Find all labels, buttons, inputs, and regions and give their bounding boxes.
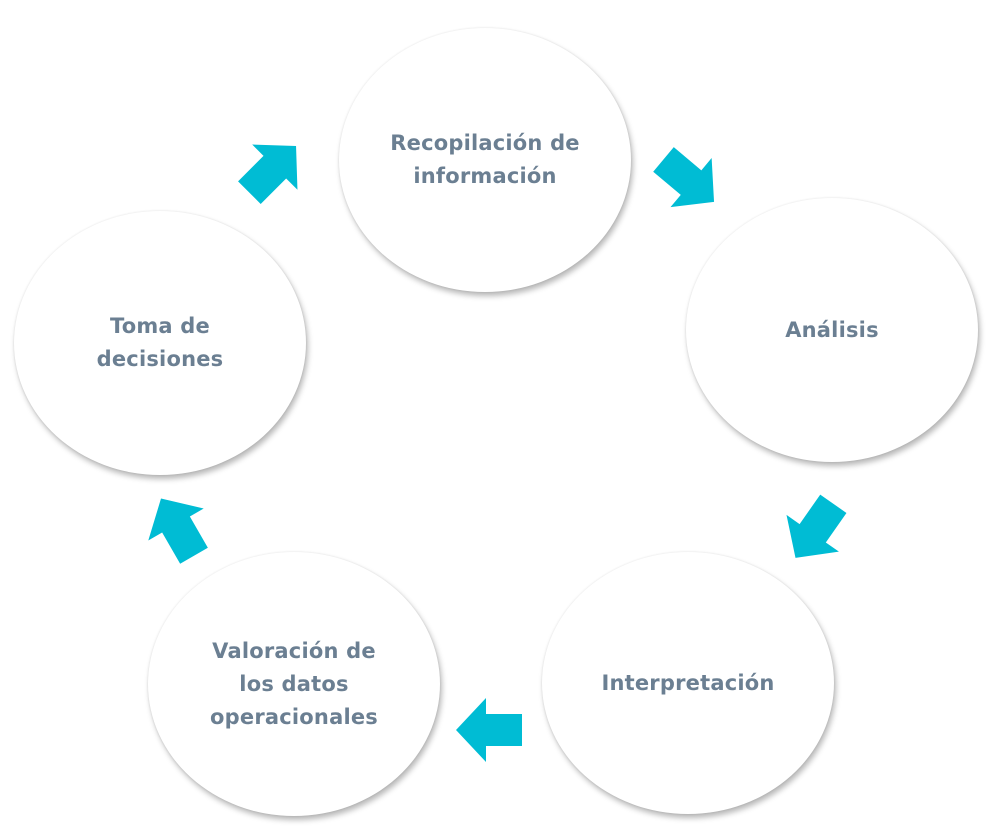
node-toma: Toma de decisiones xyxy=(14,211,306,475)
arrow-interpretacion-to-valoracion xyxy=(456,698,522,762)
node-interpretacion: Interpretación xyxy=(542,552,834,814)
arrow-toma-to-recopilacion xyxy=(226,123,319,216)
node-label-analisis: Análisis xyxy=(785,317,879,342)
node-valoracion: Valoración de los datos operacionales xyxy=(148,552,440,816)
node-label-recopilacion: Recopilación de información xyxy=(390,131,580,188)
node-label-interpretacion: Interpretación xyxy=(601,670,775,695)
node-label-valoracion: Valoración de los datos operacionales xyxy=(210,638,378,729)
node-recopilacion: Recopilación de información xyxy=(339,28,631,292)
node-analisis: Análisis xyxy=(686,198,978,462)
arrow-valoracion-to-toma xyxy=(133,482,222,572)
arrow-recopilacion-to-analisis xyxy=(642,134,735,227)
node-label-toma: Toma de decisiones xyxy=(96,314,224,371)
arrow-analisis-to-interpretacion xyxy=(769,485,860,577)
